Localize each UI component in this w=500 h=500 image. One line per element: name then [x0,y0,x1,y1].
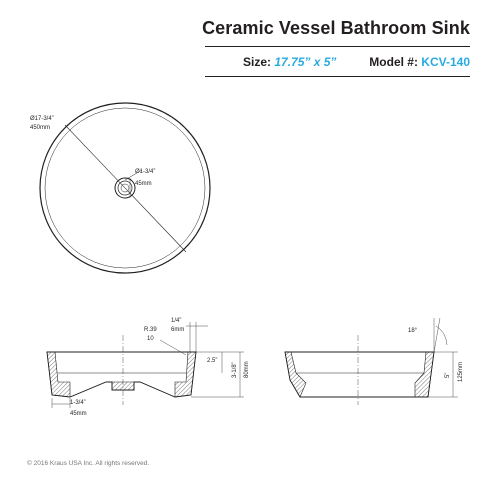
section-left-hatch-l [46,351,71,398]
size-label: Size: [243,55,272,69]
model-value: KCV-140 [421,55,470,69]
total-height-in: 5” [445,373,451,378]
inner-rim-circle [44,107,206,269]
outer-rim-circle [39,102,211,274]
spec-rule [205,76,470,77]
section-left-drain-hatch [111,381,135,391]
top-view: Ø17-3/4” 450mm Ø1-3/4” 45mm [30,102,211,274]
model-label: Model #: [369,55,418,69]
angle-ext-slant [433,317,441,353]
radius-r: R.39 [144,327,157,333]
drain-diameter-mm: 45mm [135,181,152,187]
radius-val: 10 [147,336,154,342]
size-value: 17.75” x 5” [274,55,337,69]
section-right-hatch-r [414,351,435,398]
section-right-body [284,351,435,398]
drain-outer-circle [114,177,136,199]
drain-leader [124,169,143,181]
angle-arc [435,325,448,346]
spec-model: Model #: KCV-140 [369,55,470,69]
drain-inner-circle [120,183,130,193]
rim-mm: 6mm [171,327,184,333]
diameter-leader [64,124,187,253]
drain-in: 1-3/4” [70,400,86,406]
outer-diameter-in: Ø17-3/4” [30,116,54,122]
height-mm: 80mm [244,361,250,378]
title-rule [205,46,470,47]
drain-mm: 45mm [70,411,87,417]
total-height-mm: 125mm [458,362,464,382]
angle-label: 18° [408,328,418,334]
section-view-right: 18° 5” 125mm [284,317,464,405]
basin-depth: 2.5” [207,358,217,364]
rim-in: 1/4” [171,318,181,324]
drain-diameter-in: Ø1-3/4” [135,169,155,175]
height-in: 3-1/8” [232,362,238,378]
page-title: Ceramic Vessel Bathroom Sink [202,18,470,38]
spec-size: Size: 17.75” x 5” [243,55,336,69]
section-left-hatch-r [174,351,197,398]
section-view-left: 1/4” 6mm R.39 10 2.5” 3-1/8” 80mm 1-3/4”… [46,318,250,417]
section-right-hatch-l [284,351,307,398]
radius-leader [159,339,187,356]
outer-diameter-mm: 450mm [30,125,50,131]
copyright: © 2016 Kraus USA Inc. All rights reserve… [27,460,150,467]
drain-mid-circle [117,180,133,196]
